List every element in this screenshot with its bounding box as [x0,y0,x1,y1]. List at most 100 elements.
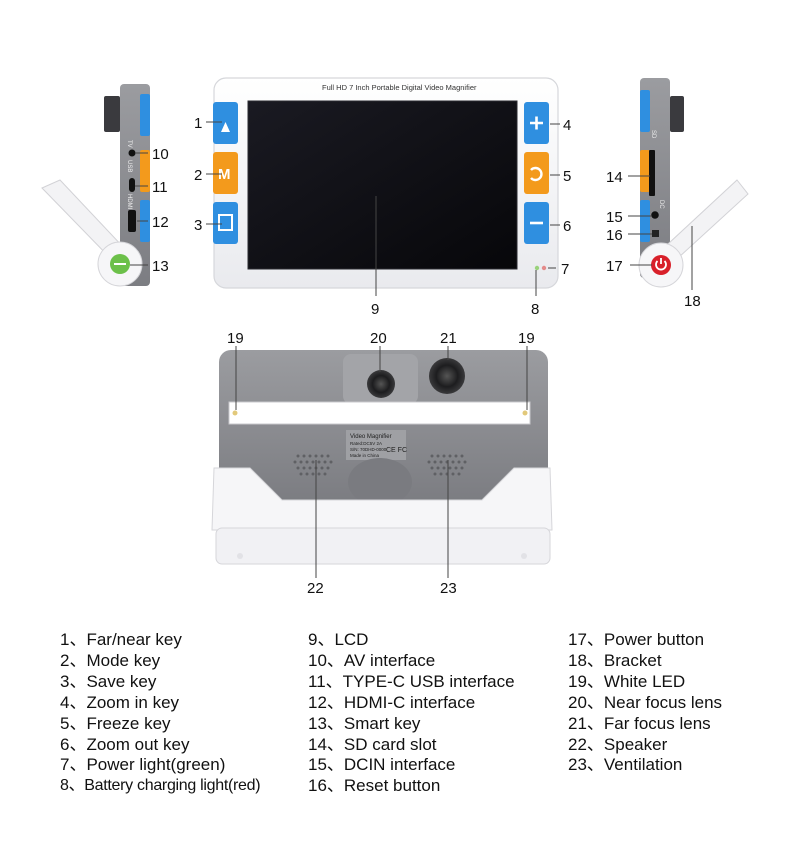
callout-1: 1 [194,115,202,132]
far-near-key[interactable] [213,102,238,144]
hdmi-port-label: HDMI [126,194,132,210]
plus-icon [530,116,543,130]
back-base [215,527,551,565]
callout-19-right: 19 [518,330,535,347]
power-icon [655,258,667,271]
legend-item: 15、DCIN interface [308,755,456,775]
far-focus-lens [429,358,465,394]
callout-3: 3 [194,217,202,234]
callout-20: 20 [370,330,387,347]
left-side-view: TV USB HDMI [41,84,150,287]
back-view: Video Magnifier Rated:DC5V 2A S/N: 70DHD… [211,350,553,565]
white-led-right [522,410,528,416]
front-view: Full HD 7 Inch Portable Digital Video Ma… [213,77,559,289]
usb-port-label: USB [126,160,132,172]
callout-2: 2 [194,167,202,184]
callout-numbers: 1 2 3 4 5 6 7 8 9 10 11 12 13 14 15 16 1… [152,115,701,597]
callout-4: 4 [563,117,571,134]
legend-item: 7、Power light(green) [60,755,226,775]
near-focus-lens [367,370,395,398]
grip-recess [348,458,412,506]
callout-19-left: 19 [227,330,244,347]
callout-23: 23 [440,580,457,597]
freeze-key[interactable] [524,152,549,194]
callout-15: 15 [606,209,623,226]
back-label-rated: Rated:DC5V 2A [350,441,382,446]
legend-item: 20、Near focus lens [568,692,723,712]
legend-item: 6、Zoom out key [60,734,190,754]
legend-item: 10、AV interface [308,650,436,670]
legend-item: 19、White LED [568,671,686,691]
sd-slot-label: SD [650,130,656,139]
zoom-out-key[interactable] [524,202,549,244]
callout-11: 11 [152,179,168,196]
legend-item: 5、Freeze key [60,713,171,733]
legend-item: 14、SD card slot [308,734,437,754]
av-port[interactable] [128,149,136,157]
product-diagram: Full HD 7 Inch Portable Digital Video Ma… [41,77,749,597]
save-key[interactable] [213,202,238,244]
right-bracket [667,179,749,259]
callout-9: 9 [371,301,379,318]
legend-item: 1、Far/near key [60,630,182,649]
callout-22: 22 [307,580,324,597]
legend-item: 16、Reset button [308,776,441,796]
callout-14: 14 [606,169,623,186]
callout-18: 18 [684,293,701,310]
legend-item: 2、Mode key [60,650,161,670]
usb-c-port[interactable] [129,178,135,192]
legend-item: 13、Smart key [308,713,421,733]
front-title-label: Full HD 7 Inch Portable Digital Video Ma… [322,83,477,92]
legend-item: 21、Far focus lens [568,713,711,733]
callout-12: 12 [152,214,169,231]
hdmi-port[interactable] [128,210,136,232]
av-port-label: TV [126,140,132,148]
zoom-in-key[interactable] [524,102,549,144]
legend-column-1: 1、Far/near key 2、Mode key 3、Save key 4、Z… [60,630,261,797]
callout-6: 6 [563,218,571,235]
power-button[interactable] [651,255,671,275]
legend-column-2: 9、LCD 10、AV interface 11、TYPE-C USB inte… [308,630,515,797]
legend-column-3: 17、Power button 18、Bracket 19、White LED … [568,630,722,776]
reset-button[interactable] [652,230,659,237]
back-label-sn: S/N: 70DHD-0000 [350,447,387,452]
legend-item: 11、TYPE-C USB interface [308,671,515,691]
legend-item: 8、Battery charging light(red) [60,777,261,795]
callout-13: 13 [152,258,169,275]
callout-7: 7 [561,261,569,278]
lcd-screen [247,100,518,270]
save-icon [218,214,233,231]
legend-item: 3、Save key [60,671,157,691]
white-led-left [232,410,238,416]
legend-item: 9、LCD [308,630,369,649]
ventilation-grille [427,454,467,476]
mode-key[interactable]: M [213,152,238,194]
callout-5: 5 [563,168,571,185]
power-light-led [534,265,540,271]
charging-light-led [541,265,547,271]
mode-key-label: M [218,166,231,183]
legend-item: 12、HDMI-C interface [308,692,476,712]
callout-21: 21 [440,330,457,347]
dc-port-label: DC [658,200,664,209]
callout-lines [130,121,693,578]
callout-17: 17 [606,258,623,275]
dc-in-port[interactable] [651,211,659,219]
sd-card-slot[interactable] [649,150,655,196]
callout-16: 16 [606,227,623,244]
speaker-grille [293,454,333,476]
triangle-icon [221,122,230,132]
back-label-title: Video Magnifier [350,434,392,440]
led-bar [228,401,531,425]
legend-item: 22、Speaker [568,734,668,754]
freeze-icon [530,166,543,182]
legend-item: 17、Power button [568,630,705,649]
legend-item: 4、Zoom in key [60,692,180,712]
back-label-plate [346,430,406,460]
right-side-view: SD DC [638,78,749,288]
callout-8: 8 [531,301,539,318]
back-label-marks: CE FC [386,447,407,454]
legend-item: 18、Bracket [568,650,662,670]
callout-10: 10 [152,146,169,163]
legend-item: 23、Ventilation [568,755,683,775]
